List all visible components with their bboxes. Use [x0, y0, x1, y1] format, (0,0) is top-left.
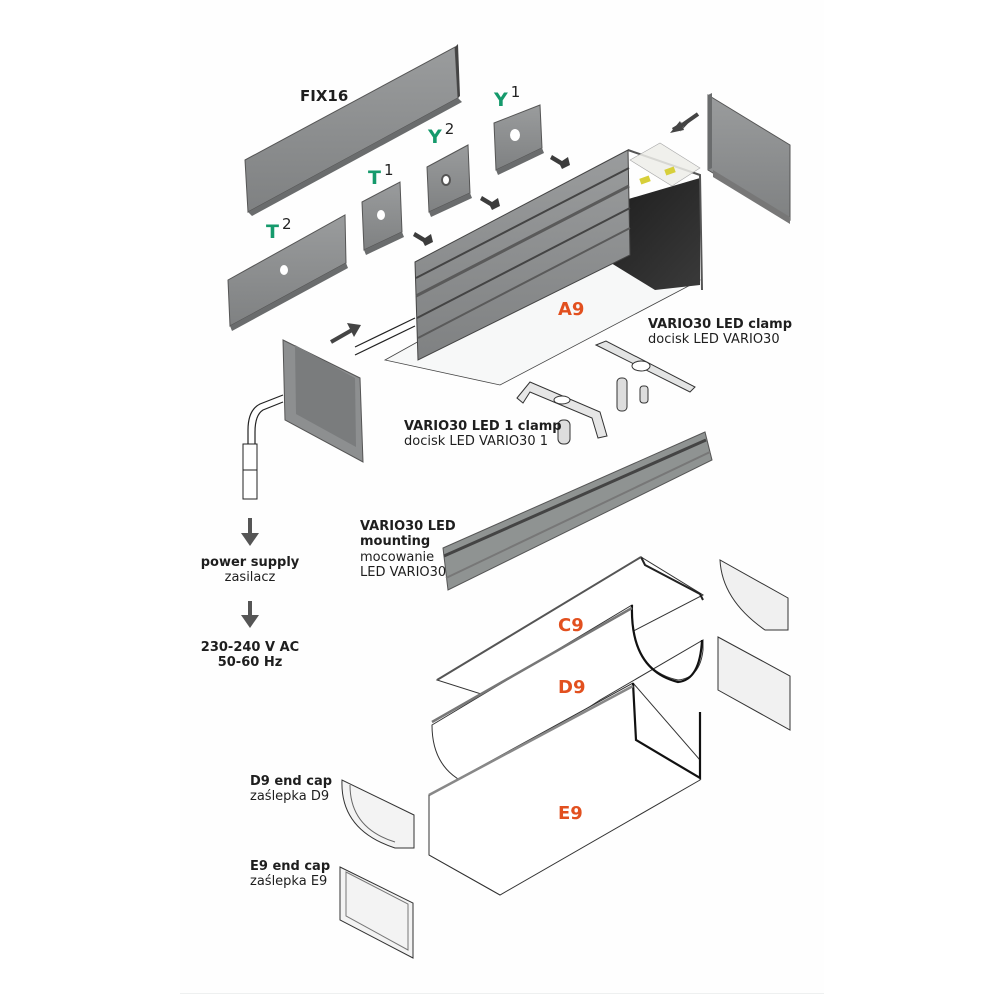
a9-main-profile — [354, 142, 703, 386]
callout-title: VARIO30 LED 1 clamp — [404, 419, 562, 434]
voltage-text: 230-240 V AC — [200, 640, 300, 655]
a9-end-cap — [707, 93, 791, 224]
arrow-down-icon — [241, 518, 259, 546]
vario30-clamp-callout: VARIO30 LED clamp docisk LED VARIO30 — [648, 317, 793, 348]
d9-label: D9 — [558, 677, 586, 698]
fix16-label: FIX16 — [300, 87, 349, 105]
callout-title: D9 end cap — [250, 774, 333, 789]
screw-icon — [480, 196, 500, 210]
callout-subtitle-1: mocowanie — [360, 549, 435, 565]
d9-end-cap-callout: D9 end cap zaślepka D9 — [250, 774, 333, 805]
fix16-profile — [244, 44, 462, 216]
y2-index: 2 — [444, 120, 455, 138]
c9-diffuser — [435, 556, 705, 701]
screw-icon — [550, 155, 570, 169]
e9-diffuser — [428, 682, 702, 896]
feed-end-cap — [242, 339, 364, 500]
callout-title: power supply — [200, 555, 300, 570]
y2-bracket — [426, 144, 472, 217]
t1-bracket — [361, 181, 404, 255]
callout-subtitle: zaślepka E9 — [250, 873, 328, 889]
callout-title-2: mounting — [360, 534, 431, 550]
mains-voltage-callout: 230-240 V AC 50-60 Hz — [190, 640, 310, 671]
vario30-led-clamp — [594, 340, 696, 412]
callout-title: VARIO30 LED clamp — [648, 317, 793, 332]
t1-letter: T — [368, 167, 381, 189]
y2-letter: Y — [428, 126, 442, 148]
e9-label: E9 — [558, 803, 583, 824]
t1-index: 1 — [383, 161, 394, 179]
vario30-led-1-clamp — [516, 381, 608, 445]
d9-diffuser — [431, 604, 704, 786]
t2-letter: T — [266, 221, 279, 243]
d9-side-end-cap — [717, 636, 791, 731]
arrow-icon — [330, 323, 361, 344]
a9-label: A9 — [558, 299, 585, 320]
arrow-icon — [670, 112, 700, 133]
y1-letter: Y — [494, 89, 508, 111]
callout-title-1: VARIO30 LED — [360, 519, 456, 534]
callout-subtitle: zasilacz — [224, 569, 276, 585]
vario30-mounting-callout: VARIO30 LED mounting mocowanie LED VARIO… — [360, 519, 456, 580]
e9-end-cap — [339, 866, 414, 959]
callout-subtitle-2: LED VARIO30 — [360, 564, 447, 580]
d9-end-cap — [341, 779, 415, 849]
c9-end-cap — [719, 559, 789, 631]
callout-subtitle: docisk LED VARIO30 1 — [404, 433, 548, 449]
callout-title: E9 end cap — [250, 859, 331, 874]
vario30-led-mounting — [442, 431, 713, 591]
power-supply-callout: power supply zasilacz — [195, 555, 305, 586]
y1-index: 1 — [510, 83, 521, 101]
callout-subtitle: docisk LED VARIO30 — [648, 331, 780, 347]
t2-index: 2 — [281, 215, 292, 233]
callout-subtitle: zaślepka D9 — [250, 788, 330, 804]
screw-icon — [413, 232, 433, 246]
c9-label: C9 — [558, 615, 584, 636]
t2-mounting-plate — [227, 214, 348, 331]
arrow-down-icon — [241, 601, 259, 628]
e9-end-cap-callout: E9 end cap zaślepka E9 — [250, 859, 331, 890]
vario30-1-clamp-callout: VARIO30 LED 1 clamp docisk LED VARIO30 1 — [404, 419, 562, 450]
frequency-text: 50-60 Hz — [217, 654, 283, 670]
y1-bracket — [493, 104, 544, 175]
